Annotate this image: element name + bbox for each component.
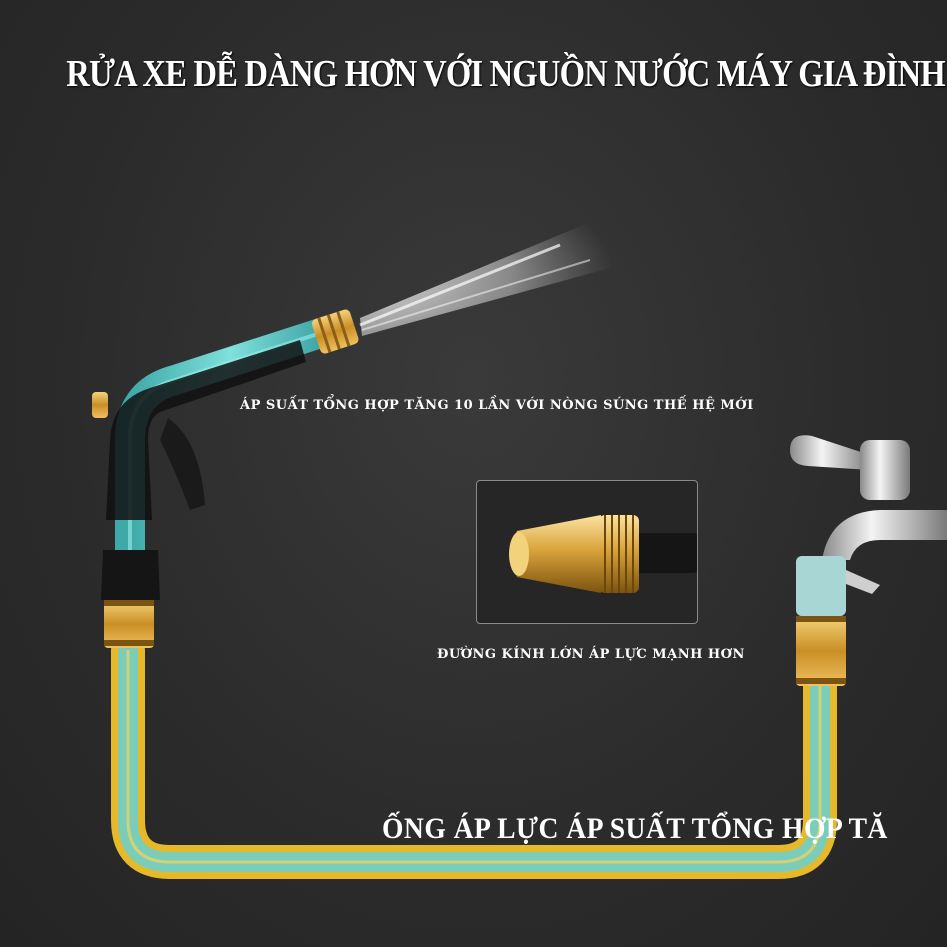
hose-icon — [111, 623, 837, 879]
water-spray-icon — [359, 218, 616, 336]
diameter-caption: ĐƯỜNG KÍNH LỚN ÁP LỰC MẠNH HƠN — [437, 647, 745, 662]
page-title: RỬA XE DỄ DÀNG HƠN VỚI NGUỒN NƯỚC MÁY GI… — [66, 53, 945, 95]
spray-gun-icon — [92, 309, 359, 648]
faucet-icon — [790, 435, 947, 686]
brass-nozzle-icon — [509, 515, 697, 593]
pressure-caption: ÁP SUẤT TỔNG HỢP TĂNG 10 LẦN VỚI NÒNG SÚ… — [240, 398, 754, 413]
hose-caption: ỐNG ÁP LỰC ÁP SUẤT TỔNG HỢP TĂ — [382, 812, 888, 845]
nozzle-closeup-panel — [476, 480, 698, 624]
